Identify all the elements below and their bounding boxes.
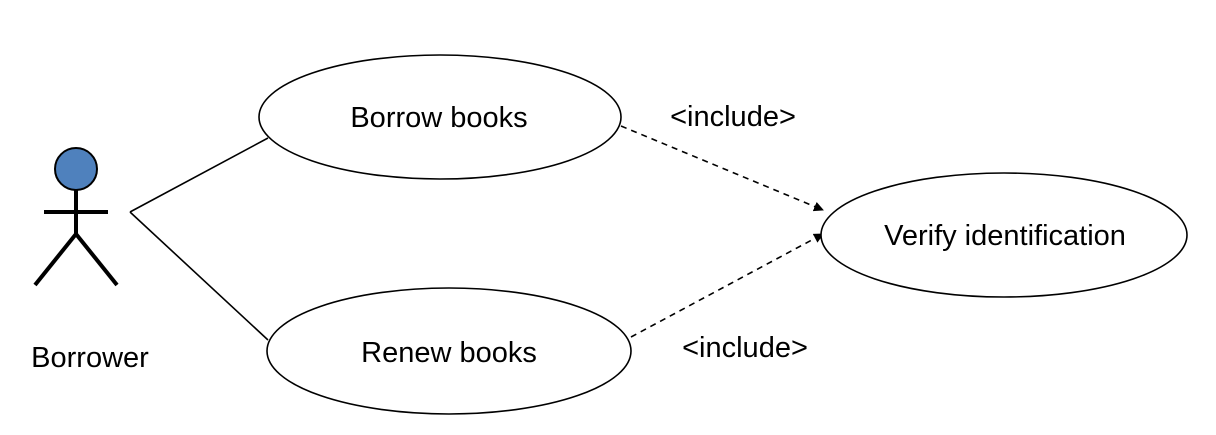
include-line-top: [620, 125, 824, 212]
use-case-renew-books: Renew books: [266, 287, 632, 415]
use-case-ellipse: [820, 172, 1188, 298]
include-label-top: <include>: [670, 101, 796, 133]
use-case-ellipse: [258, 54, 622, 180]
actor-name: Borrower: [31, 342, 149, 374]
include-line-bottom: [630, 233, 824, 338]
use-case-verify-identification: Verify identification: [820, 172, 1188, 298]
use-case-label: Borrow books: [350, 102, 527, 134]
use-case-label: Verify identification: [884, 220, 1126, 252]
association-renew: [129, 211, 269, 341]
actor-right-leg: [74, 232, 119, 287]
include-label-bottom: <include>: [682, 332, 808, 364]
actor-borrower: Borrower: [31, 147, 149, 374]
use-case-label: Renew books: [361, 337, 537, 369]
actor-left-leg: [33, 232, 78, 287]
use-case-ellipse: [266, 287, 632, 415]
actor-head: [54, 147, 98, 191]
association-borrow: [129, 137, 269, 213]
use-case-borrow-books: Borrow books: [258, 54, 622, 180]
